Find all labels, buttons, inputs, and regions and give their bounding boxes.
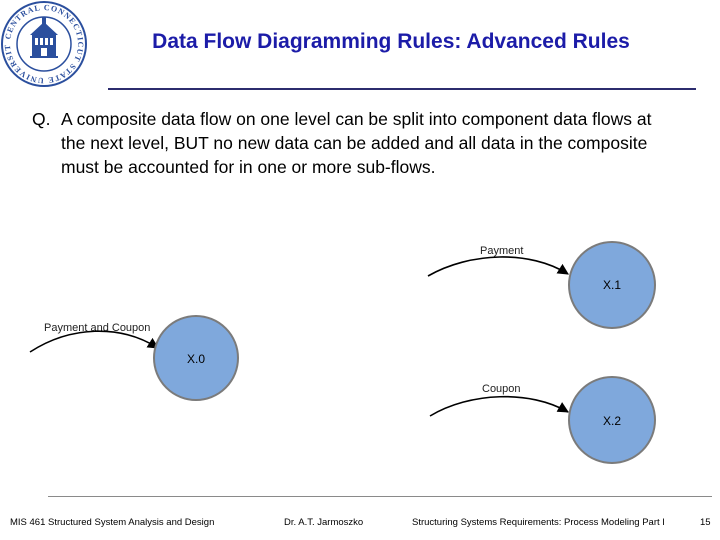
university-seal-icon: CENTRAL CONNECTICUT STATE UNIVERSITY 184… [0,0,87,87]
rule-text-block: Q. A composite data flow on one level ca… [32,107,672,179]
process-x0-label: X.0 [187,352,205,366]
process-x2-label: X.2 [603,414,621,428]
upper-flow-arrow [427,256,569,277]
page-title: Data Flow Diagramming Rules: Advanced Ru… [152,30,630,53]
footer-divider [48,496,712,497]
question-label: Q. [32,109,51,129]
title-divider [108,88,696,90]
lower-flow-label: Coupon [482,383,521,395]
left-flow-label: Payment and Coupon [44,322,150,334]
process-x1 [568,241,656,329]
footer-course: MIS 461 Structured System Analysis and D… [10,517,215,528]
process-x0 [153,315,239,401]
process-x2 [568,376,656,464]
footer-page-number: 15 [700,517,711,528]
rule-text: A composite data flow on one level can b… [61,109,652,177]
upper-flow-label: Payment [480,245,523,257]
footer-instructor: Dr. A.T. Jarmoszko [284,517,364,528]
left-flow-arrow [29,330,159,353]
footer-topic: Structuring Systems Requirements: Proces… [412,517,665,528]
dfd-diagram: Payment and Coupon X.0 Payment X.1 Coupo… [29,241,656,464]
process-x1-label: X.1 [603,278,621,292]
lower-flow-arrow [429,395,569,417]
